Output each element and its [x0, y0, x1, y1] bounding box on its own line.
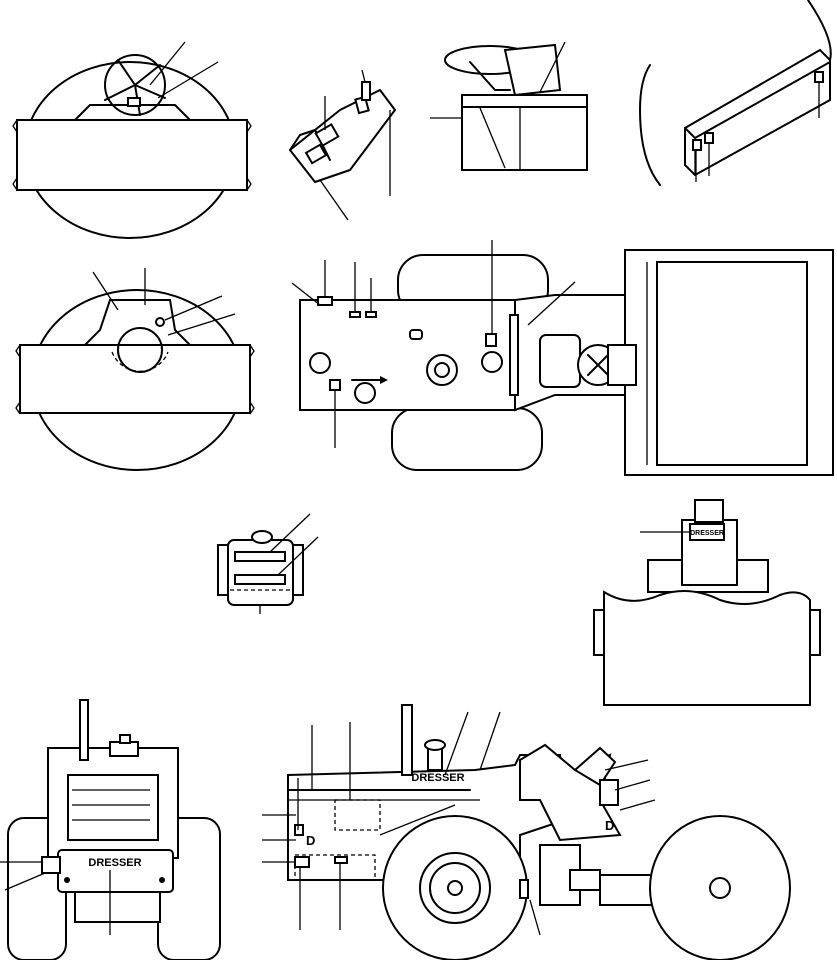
- leader-line: [269, 513, 311, 553]
- leader-line: [319, 179, 349, 221]
- operator-station-view: [430, 41, 588, 171]
- leader-line: [92, 271, 119, 311]
- leader-line: [614, 779, 651, 791]
- side-view-mark: D: [306, 833, 315, 848]
- leader-line: [157, 61, 219, 99]
- rear-view: DRESSER: [0, 699, 221, 960]
- drum-frame-corner-view: [639, 0, 832, 186]
- drum-frame-front-view: DRESSER: [593, 499, 821, 706]
- leader-line: [4, 872, 46, 891]
- left-side-view: DRESSER D D: [262, 704, 791, 960]
- radiator-fan-view: [12, 41, 252, 239]
- reservoir-tank-view: [217, 513, 319, 614]
- side-view-rear-mark: D: [605, 818, 614, 833]
- leader-line: [479, 711, 501, 771]
- leader-line: [361, 69, 366, 83]
- leader-line: [539, 41, 566, 93]
- hydraulic-tank-view: [289, 69, 396, 221]
- top-plan-view: [291, 240, 834, 476]
- drum-frame-logo: DRESSER: [690, 530, 724, 537]
- leader-line: [379, 804, 456, 836]
- rear-view-logo: DRESSER: [88, 857, 141, 869]
- leader-line: [164, 295, 223, 321]
- leader-line: [619, 799, 656, 811]
- fan-assembly: [104, 54, 166, 116]
- leader-line: [444, 711, 469, 776]
- leader-line: [529, 899, 541, 936]
- leader-line: [167, 313, 236, 336]
- side-view-logo: DRESSER: [411, 772, 464, 784]
- leader-line: [149, 41, 186, 86]
- leader-line: [277, 536, 319, 576]
- leader-line: [479, 107, 506, 169]
- leader-line: [527, 281, 576, 326]
- fan-guard-detail-view: [15, 268, 255, 471]
- leader-line: [604, 759, 649, 771]
- leader-line: [291, 282, 321, 306]
